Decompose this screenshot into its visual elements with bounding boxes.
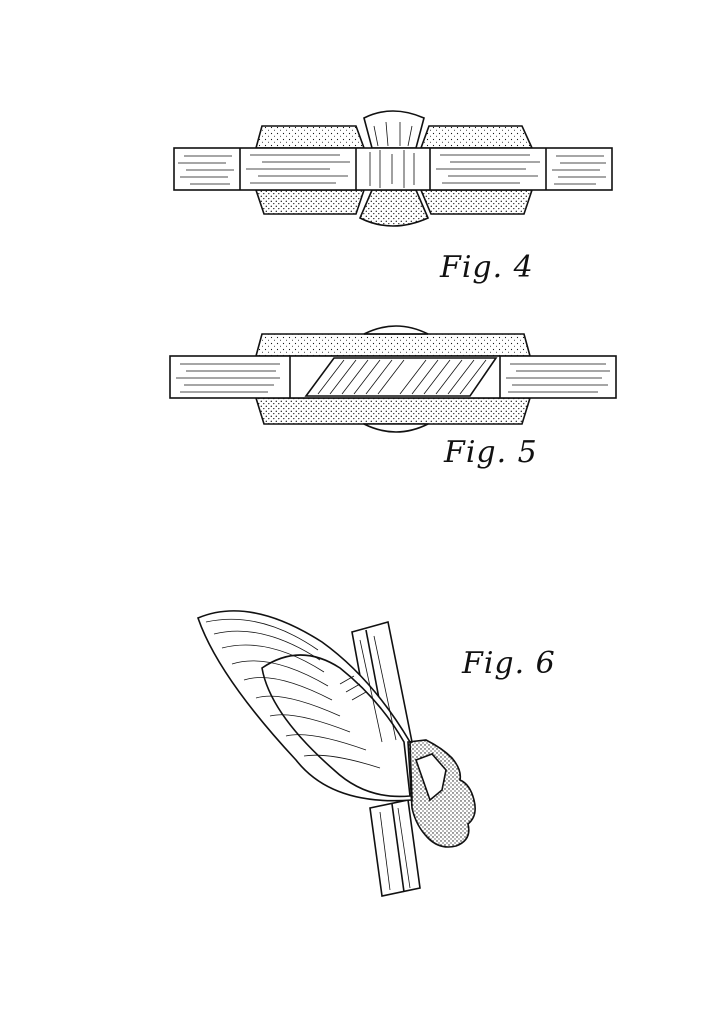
fig5-beam (169, 325, 617, 433)
figure-4-drawing (173, 110, 613, 227)
fig4-beam (173, 110, 613, 227)
fig4-hatching (178, 121, 606, 188)
fig6-object (196, 610, 476, 897)
fig6-hatching (205, 618, 411, 891)
figure-6-drawing (196, 610, 476, 897)
figure-4-caption: Fig. 4 (440, 250, 534, 285)
fig5-hatching (176, 359, 610, 395)
figure-6-caption: Fig. 6 (462, 646, 556, 681)
figure-5-drawing (169, 325, 617, 433)
figure-5-caption: Fig. 5 (444, 435, 538, 470)
